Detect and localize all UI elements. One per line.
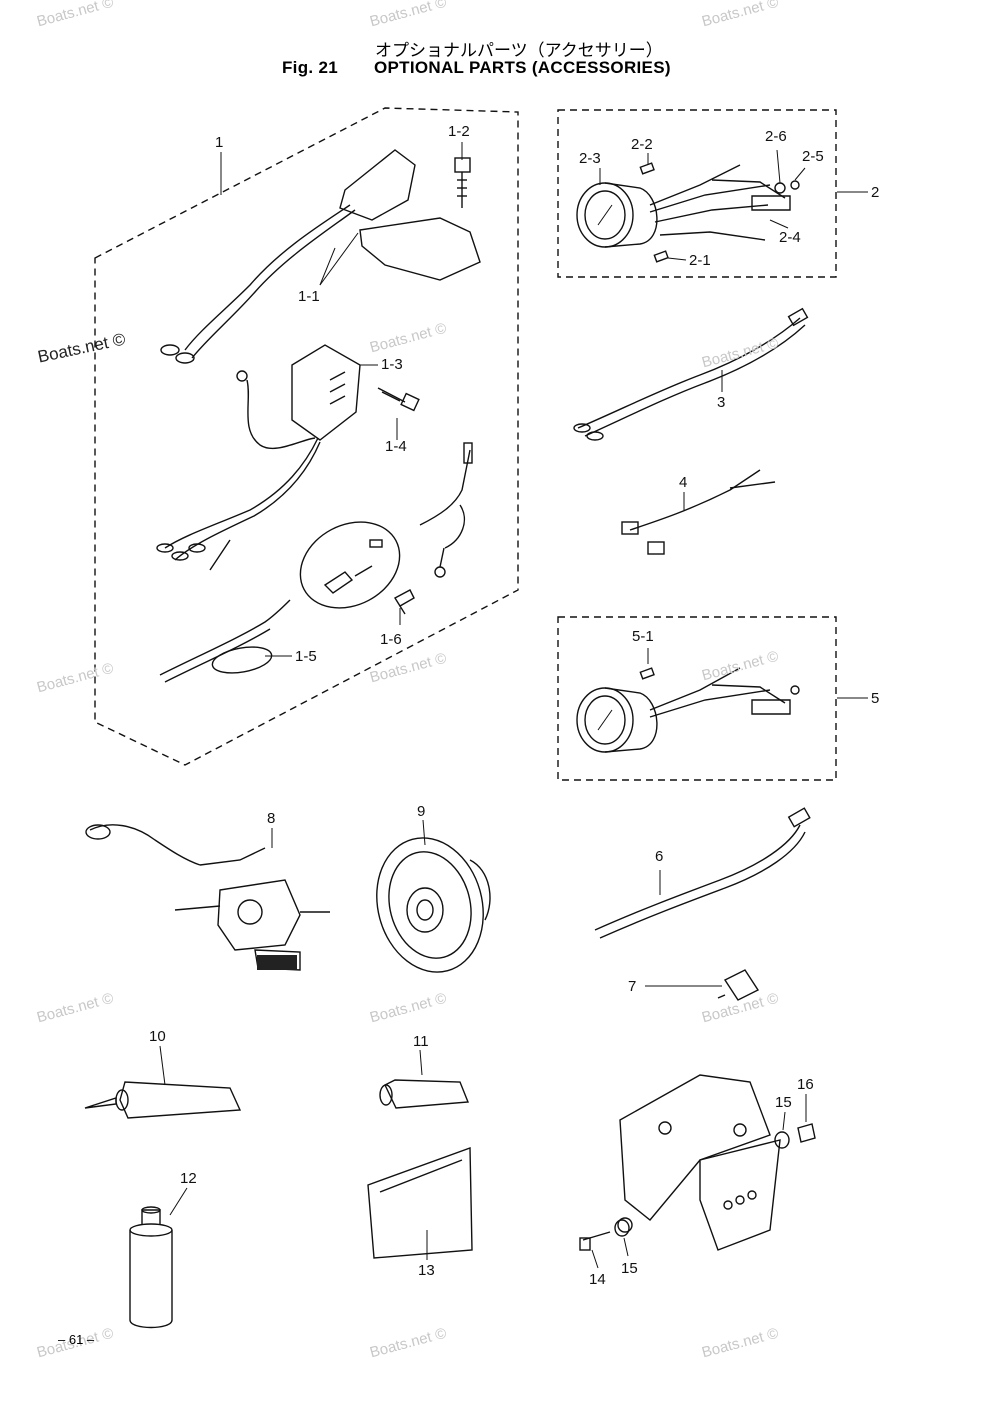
cord-4-drawing xyxy=(621,469,776,555)
tube-11-drawing xyxy=(379,1079,470,1109)
callout-15-lower: 15 xyxy=(621,1260,638,1277)
callout-1-2: 1-2 xyxy=(448,123,470,140)
kit-1-boundary xyxy=(94,107,519,766)
callout-5: 5 xyxy=(871,690,880,707)
callout-4: 4 xyxy=(679,474,688,491)
meter-5-drawing xyxy=(576,667,800,753)
callout-2-5: 2-5 xyxy=(802,148,824,165)
figure-number: Fig. 21 xyxy=(282,58,338,77)
title-english: OPTIONAL PARTS (ACCESSORIES) xyxy=(374,58,671,77)
callout-12: 12 xyxy=(180,1170,197,1187)
callout-9: 9 xyxy=(417,803,426,820)
rectifier-drawing xyxy=(156,344,361,571)
callout-16: 16 xyxy=(797,1076,814,1093)
callout-3: 3 xyxy=(717,394,726,411)
callout-1-6: 1-6 xyxy=(380,631,402,648)
can-12-drawing xyxy=(129,1206,173,1329)
tube-10-drawing xyxy=(84,1081,242,1119)
callout-1-5: 1-5 xyxy=(295,648,317,665)
bolt-1-2-drawing xyxy=(454,157,471,208)
callout-11: 11 xyxy=(413,1033,429,1050)
screw-1-4-drawing xyxy=(377,387,420,412)
harness-1-5-drawing xyxy=(159,599,291,683)
callout-8: 8 xyxy=(267,810,276,827)
callout-15-upper: 15 xyxy=(775,1094,792,1111)
harness-6-drawing xyxy=(594,807,811,939)
fuse-holder-drawing xyxy=(323,539,383,594)
callout-1-4: 1-4 xyxy=(385,438,407,455)
part-9-drawing xyxy=(376,837,491,973)
callout-1-1: 1-1 xyxy=(298,288,320,305)
leader-lines xyxy=(159,142,868,1269)
plug-1-6-drawing xyxy=(394,442,473,615)
callout-13: 13 xyxy=(418,1262,435,1279)
callout-2-4: 2-4 xyxy=(779,229,801,246)
figure-title: Fig. 21 OPTIONAL PARTS (ACCESSORIES) xyxy=(282,58,671,78)
callout-1: 1 xyxy=(215,134,224,151)
callout-5-1: 5-1 xyxy=(632,628,654,645)
tread-pad xyxy=(257,955,297,970)
callout-14: 14 xyxy=(589,1271,606,1288)
callout-2-3: 2-3 xyxy=(579,150,601,167)
kit-5-boundary xyxy=(557,616,837,781)
harness-3-drawing xyxy=(573,307,809,441)
page-number: – 61 – xyxy=(58,1332,95,1347)
callout-7: 7 xyxy=(628,978,637,995)
kit-2-boundary xyxy=(557,109,837,278)
charge-coil-drawing xyxy=(160,149,481,364)
callout-6: 6 xyxy=(655,848,664,865)
callout-1-3: 1-3 xyxy=(381,356,403,373)
accessory-8-drawing xyxy=(85,824,330,971)
callout-2-2: 2-2 xyxy=(631,136,653,153)
callout-2-6: 2-6 xyxy=(765,128,787,145)
callout-2: 2 xyxy=(871,184,880,201)
detail-circle xyxy=(299,521,401,609)
title-japanese: オプショナルパーツ（アクセサリー） xyxy=(375,41,663,61)
bracket-14-16-drawing xyxy=(579,1074,816,1251)
plug-7-drawing xyxy=(717,969,760,1001)
callout-2-1: 2-1 xyxy=(689,252,711,269)
meter-2-drawing xyxy=(576,162,800,263)
callout-10: 10 xyxy=(149,1028,166,1045)
pouch-13-drawing xyxy=(367,1147,473,1259)
